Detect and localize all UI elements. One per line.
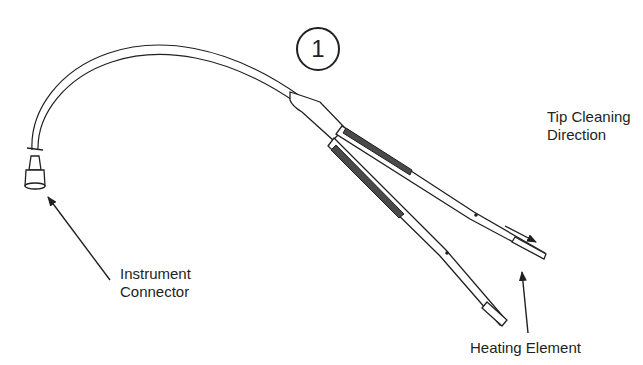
instrument-connector bbox=[25, 156, 45, 189]
leader-arrow bbox=[48, 197, 536, 333]
forceps-handle bbox=[290, 92, 545, 325]
direction-label: Tip Cleaning Direction bbox=[547, 108, 639, 144]
rivet bbox=[445, 251, 449, 255]
connector-label: Instrument Connector bbox=[120, 265, 215, 301]
heating-element bbox=[482, 237, 546, 326]
callout-circle: 1 bbox=[296, 27, 340, 71]
cable bbox=[32, 45, 300, 150]
part-label: Heating Element bbox=[470, 339, 581, 357]
cable-band bbox=[27, 148, 43, 150]
rivet bbox=[474, 213, 478, 217]
callout-number: 1 bbox=[311, 37, 324, 61]
grip-strip bbox=[331, 128, 412, 218]
